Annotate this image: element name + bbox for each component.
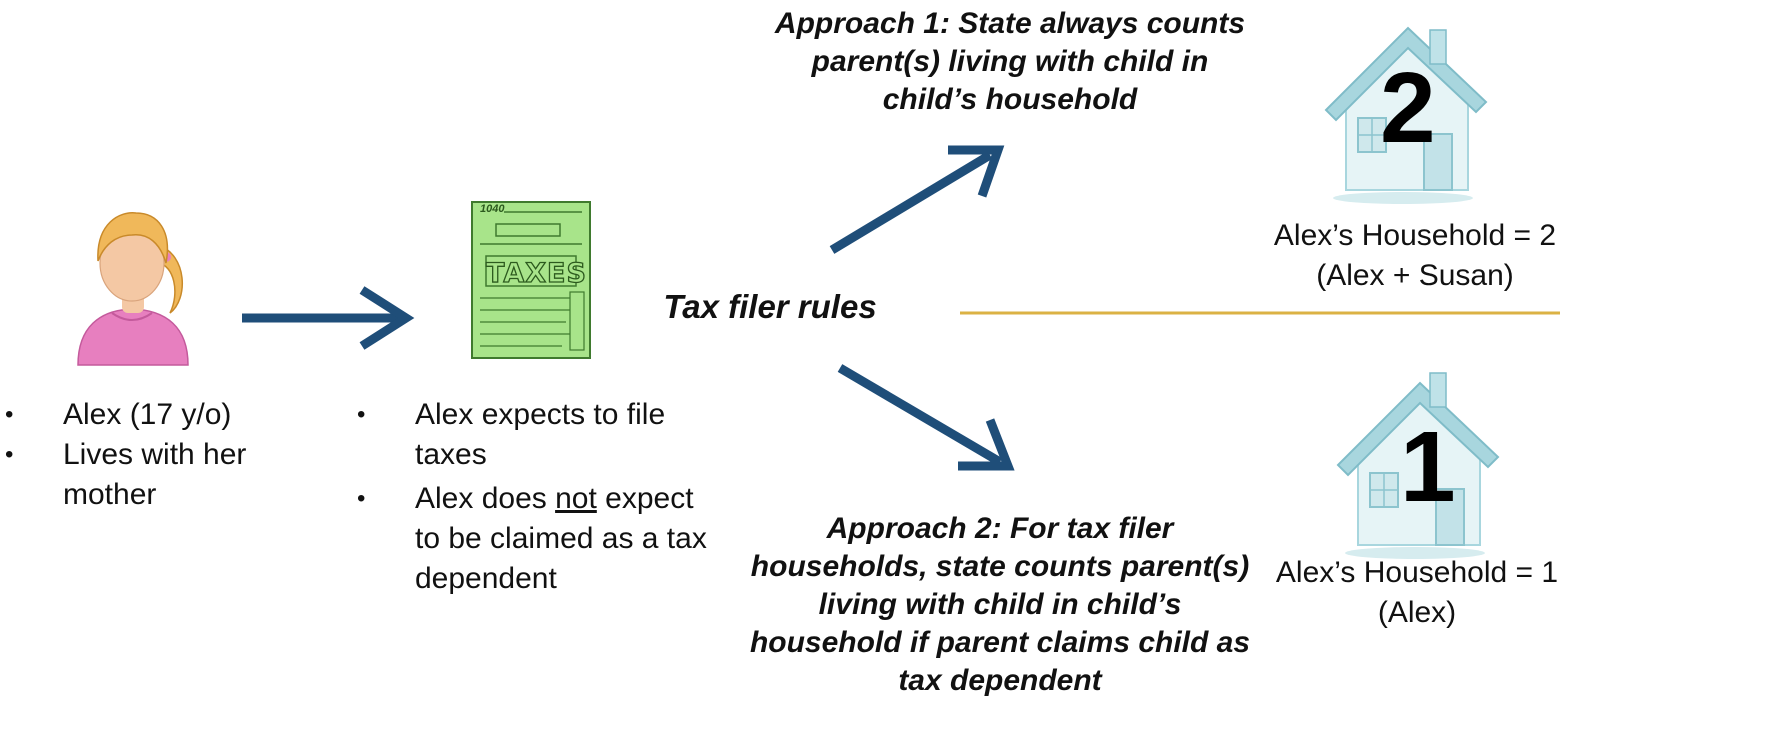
approach2-text: Approach 2: For tax filer households, st… — [749, 512, 1251, 697]
tax-bullet-underlined-not: not — [555, 482, 597, 515]
arrow-up-to-approach1 — [829, 145, 1005, 254]
tax-form-word: TAXES — [485, 257, 587, 289]
person-icon — [77, 212, 189, 366]
household-approach1-line1: Alex’s Household = 2 — [1273, 219, 1557, 252]
arrow-down-to-approach2 — [837, 364, 1015, 471]
household-approach2-line1: Alex’s Household = 1 — [1275, 556, 1559, 589]
tax-filer-rules-label: Tax filer rules — [663, 288, 877, 325]
tax-bullet-not-dependent: Alex does not expect to be claimed as a … — [357, 479, 717, 599]
house-icon-approach2: 1 — [1330, 365, 1500, 560]
person-bullet-age: Alex (17 y/o) — [5, 395, 275, 435]
house-icon-approach1: 2 — [1318, 10, 1488, 205]
person-bullet-lives-with: Lives with her mother — [5, 435, 275, 515]
approach1-text: Approach 1: State always counts parent(s… — [774, 7, 1246, 116]
household-approach2-line2: (Alex) — [1377, 596, 1457, 629]
tax-form-bullets: Alex expects to file taxes Alex does not… — [357, 395, 717, 599]
household-approach1-line2: (Alex + Susan) — [1316, 259, 1514, 292]
tax-form-number: 1040 — [480, 203, 505, 215]
tax-bullet-text-pre: Alex does — [415, 482, 556, 515]
person-bullets: Alex (17 y/o) Lives with her mother — [5, 395, 275, 515]
tax-form-icon: 1040 TAXES — [470, 200, 592, 360]
tax-bullet-text-post: expect to be claimed as a tax dependent — [415, 482, 707, 595]
tax-bullet-expects-file: Alex expects to file taxes — [357, 395, 717, 475]
house-number-approach1: 2 — [1380, 52, 1436, 164]
house-number-approach2: 1 — [1400, 411, 1456, 523]
